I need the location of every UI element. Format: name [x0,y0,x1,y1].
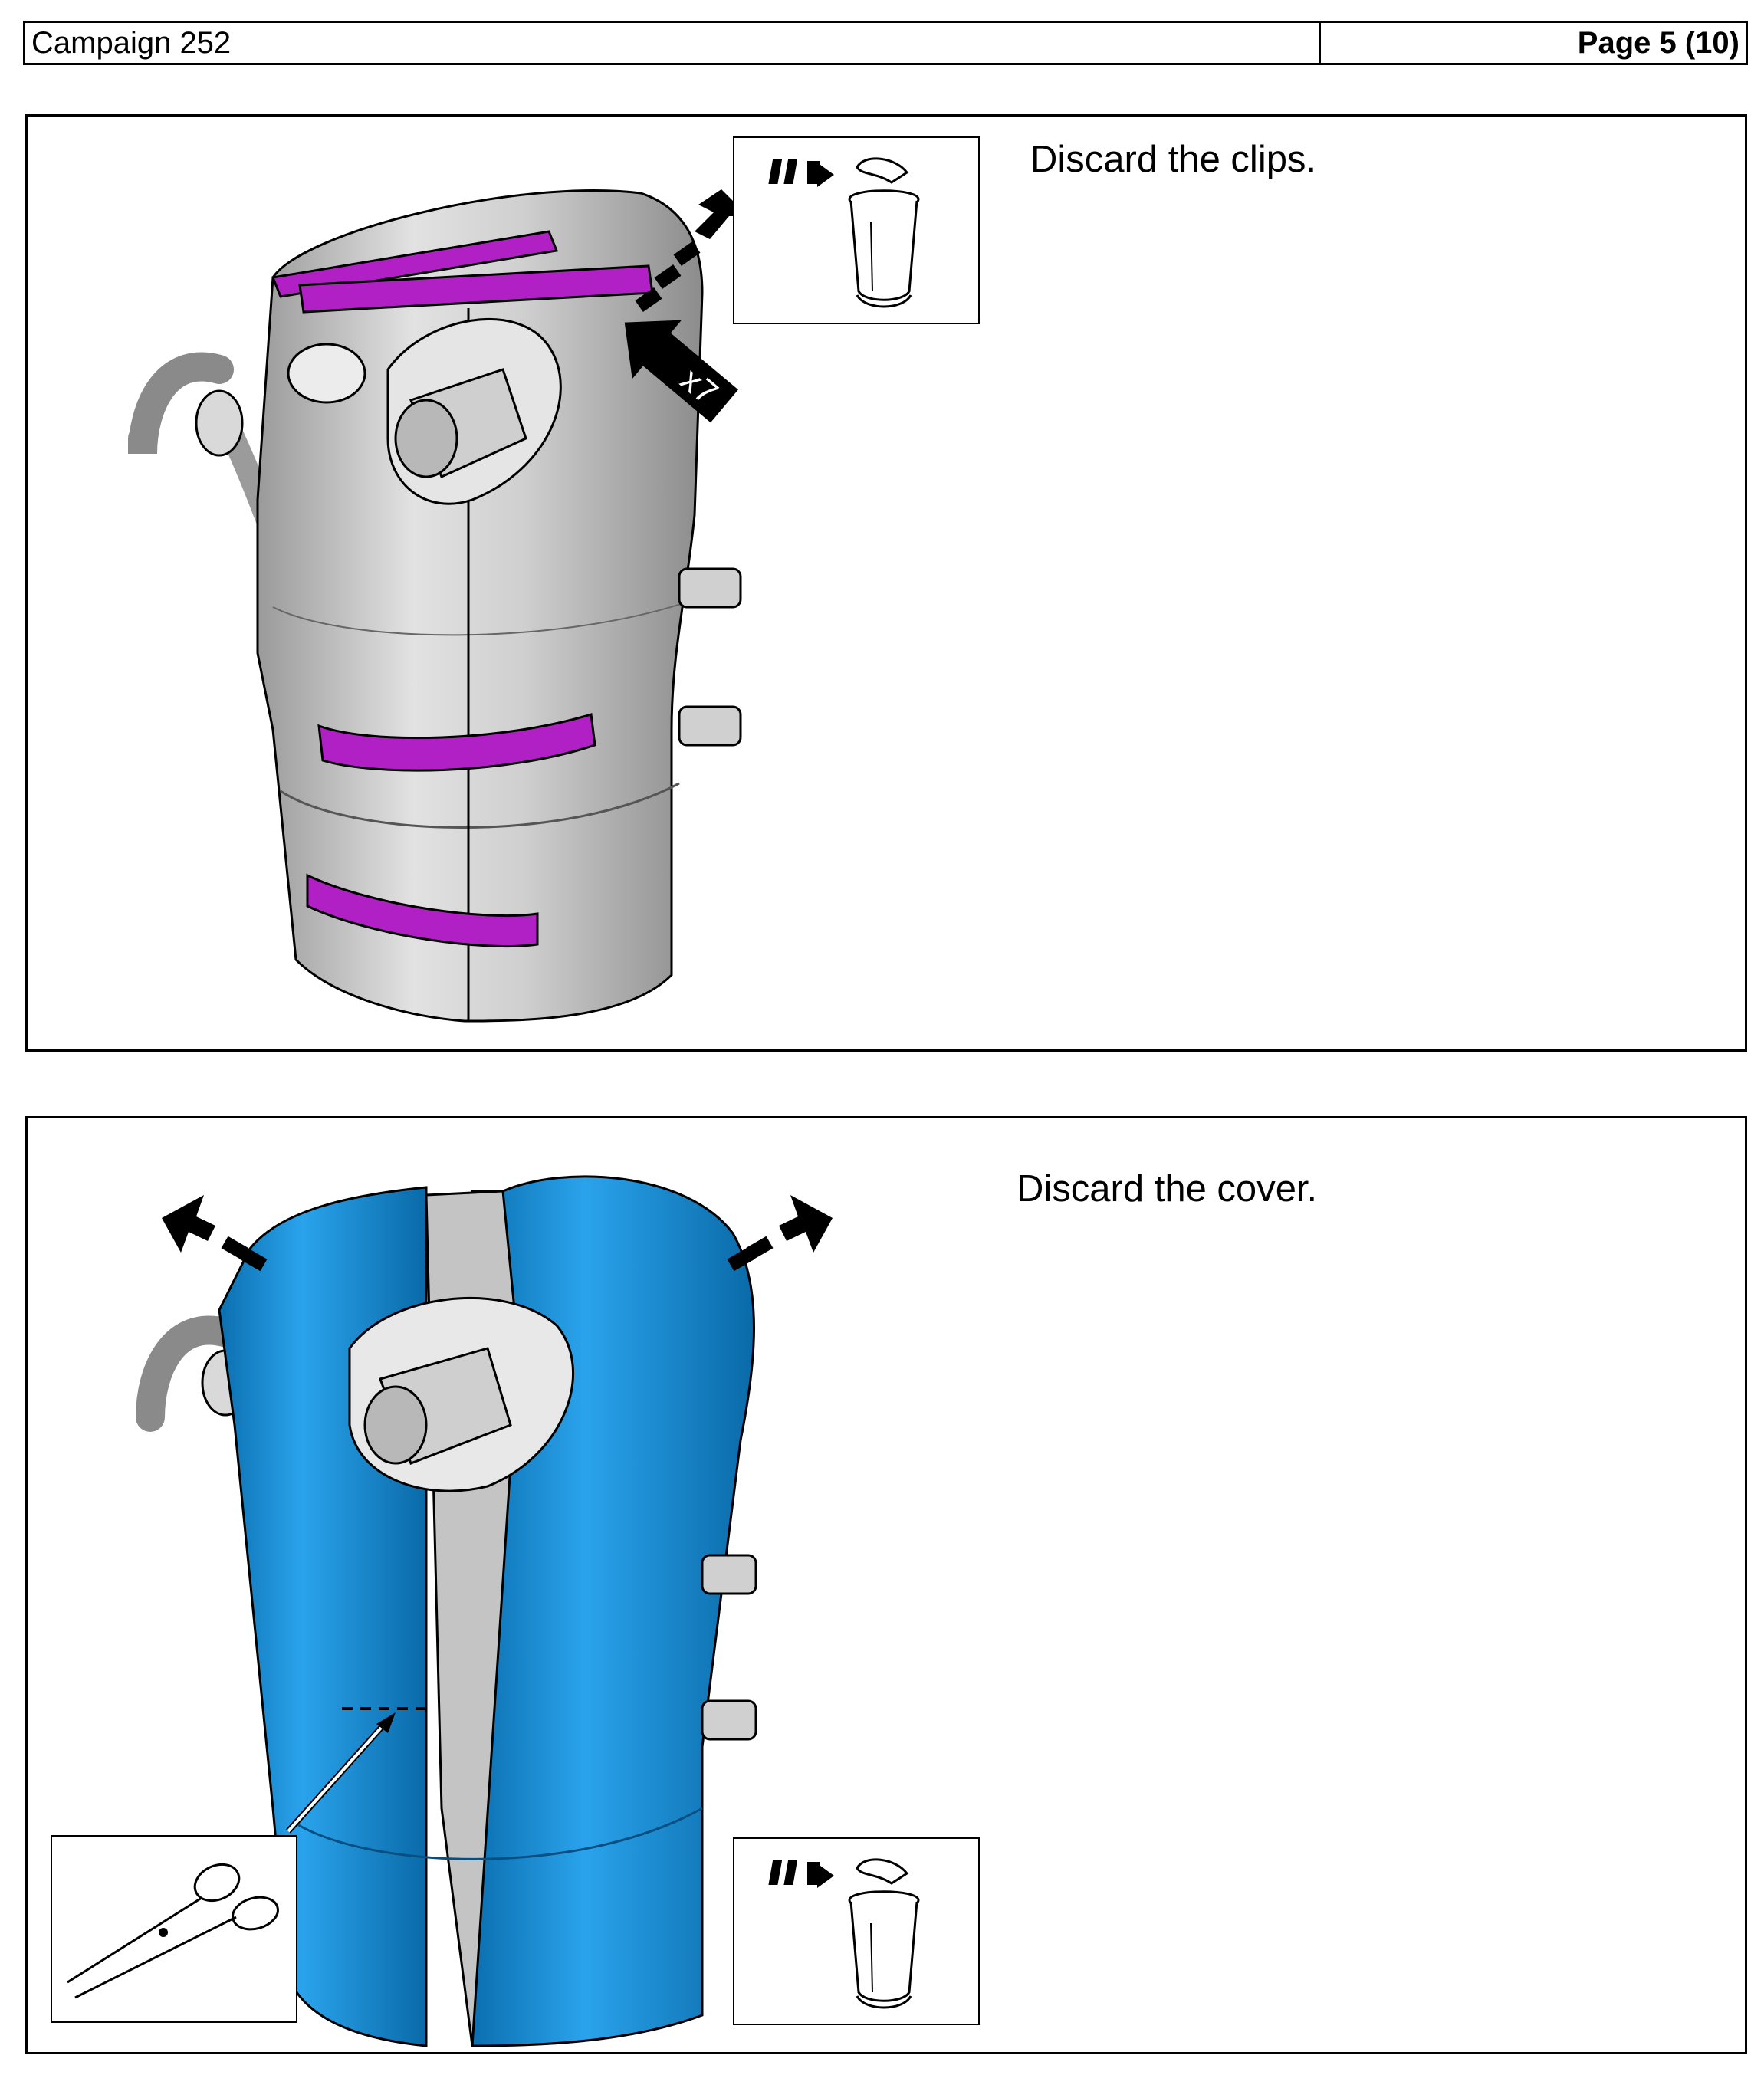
campaign-title: Campaign 252 [25,23,1321,63]
step-instruction: Discard the cover. [1017,1168,1318,1210]
filter-housing-with-cover-illustration [136,1175,833,2047]
step-panel-clips: x7 Discard the clips. [25,114,1747,1052]
removal-arrow-icon [727,1195,833,1272]
step-instruction: Discard the clips. [1030,139,1317,180]
filter-housing-with-clips-illustration: x7 [128,189,748,1023]
discard-bin-icon [768,157,920,308]
scissors-box [51,1835,297,2023]
removal-arrow-icon [162,1195,268,1272]
removal-arrow-icon [635,189,748,312]
discard-bin-box [733,136,980,324]
discard-bin-box [733,1837,980,2025]
step-panel-cover: Discard the cover. [25,1116,1747,2054]
discard-bin-icon [768,1858,920,2009]
scissors-icon [67,1863,279,1999]
page-number: Page 5 (10) [1577,26,1739,60]
page-header: Campaign 252 Page 5 (10) [23,21,1748,65]
